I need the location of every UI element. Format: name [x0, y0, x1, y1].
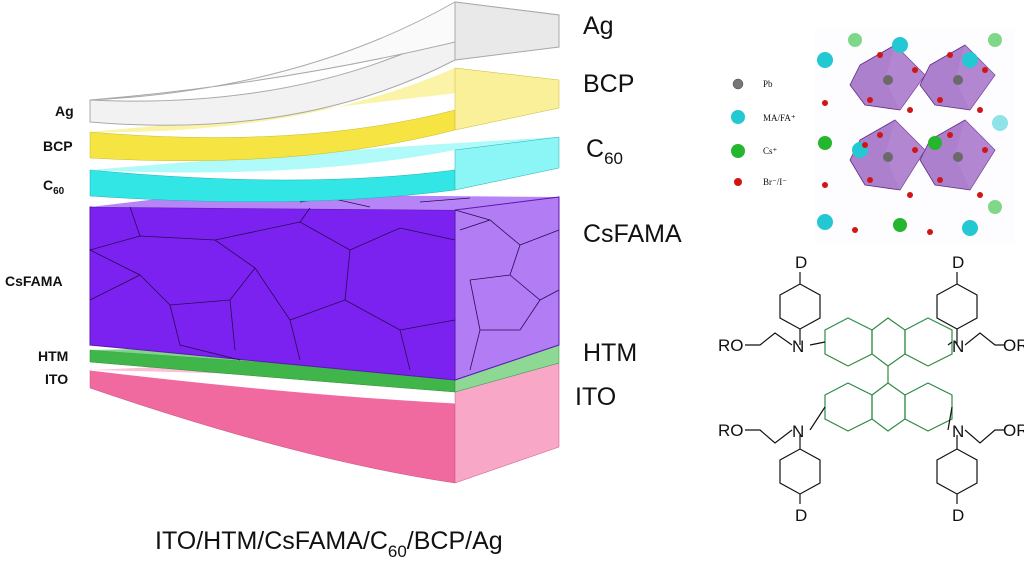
htm-molecule-structure: D D D D RO RO OR OR N N N N [718, 253, 1024, 525]
mol-n1: N [792, 337, 804, 356]
ma-fa-atom-icon [731, 110, 745, 124]
right-label-htm: HTM [583, 339, 637, 367]
perovskite-crystal-structure [815, 28, 1015, 243]
mol-ro-bottom: RO [718, 421, 744, 440]
mol-d-bottom-left: D [795, 506, 807, 525]
mol-n2: N [952, 337, 964, 356]
right-label-c60-sub: 60 [604, 149, 623, 168]
right-label-ag: Ag [583, 12, 614, 40]
left-label-bcp: BCP [43, 138, 73, 154]
left-label-htm: HTM [38, 348, 68, 364]
right-label-ito: ITO [575, 383, 616, 411]
caption-part1: ITO/HTM/CsFAMA/C [155, 527, 388, 555]
ag-layer [89, 1, 560, 126]
stack-caption: ITO/HTM/CsFAMA/C60/BCP/Ag [155, 527, 503, 561]
mol-n4: N [952, 422, 964, 441]
c60-layer [89, 136, 560, 203]
left-label-ag: Ag [55, 103, 74, 119]
legend-br-i: Br⁻/I⁻ [763, 177, 787, 187]
left-label-c60: C60 [43, 177, 65, 197]
mol-d-top-left: D [795, 253, 807, 272]
left-label-ito: ITO [45, 371, 68, 387]
mol-n3: N [792, 422, 804, 441]
mol-or-bottom: OR [1003, 421, 1024, 440]
right-label-c60: C60 [586, 135, 623, 168]
right-label-bcp: BCP [583, 70, 634, 98]
mol-d-top-right: D [952, 253, 964, 272]
legend-pb: Pb [763, 79, 773, 89]
bcp-layer [89, 67, 560, 161]
mol-d-bottom-right: D [952, 506, 964, 525]
left-label-csfama: CsFAMA [5, 273, 63, 289]
left-label-c60-base: C [43, 177, 53, 193]
br-i-atom-icon [734, 178, 742, 186]
perovskite-legend: Pb MA/FA⁺ Cs⁺ Br⁻/I⁻ [731, 78, 796, 187]
cs-atom-icon [731, 144, 745, 158]
legend-cs: Cs⁺ [763, 146, 778, 156]
csfama-layer [88, 194, 560, 381]
mol-or-top: OR [1003, 336, 1024, 355]
mol-ro-top: RO [718, 336, 744, 355]
legend-ma-fa: MA/FA⁺ [763, 113, 796, 123]
right-label-c60-base: C [586, 135, 604, 163]
pb-atom-icon [732, 78, 744, 90]
right-label-csfama: CsFAMA [583, 220, 682, 248]
left-label-c60-sub: 60 [53, 186, 65, 197]
caption-part2: /BCP/Ag [407, 527, 503, 555]
caption-sub: 60 [388, 542, 407, 561]
